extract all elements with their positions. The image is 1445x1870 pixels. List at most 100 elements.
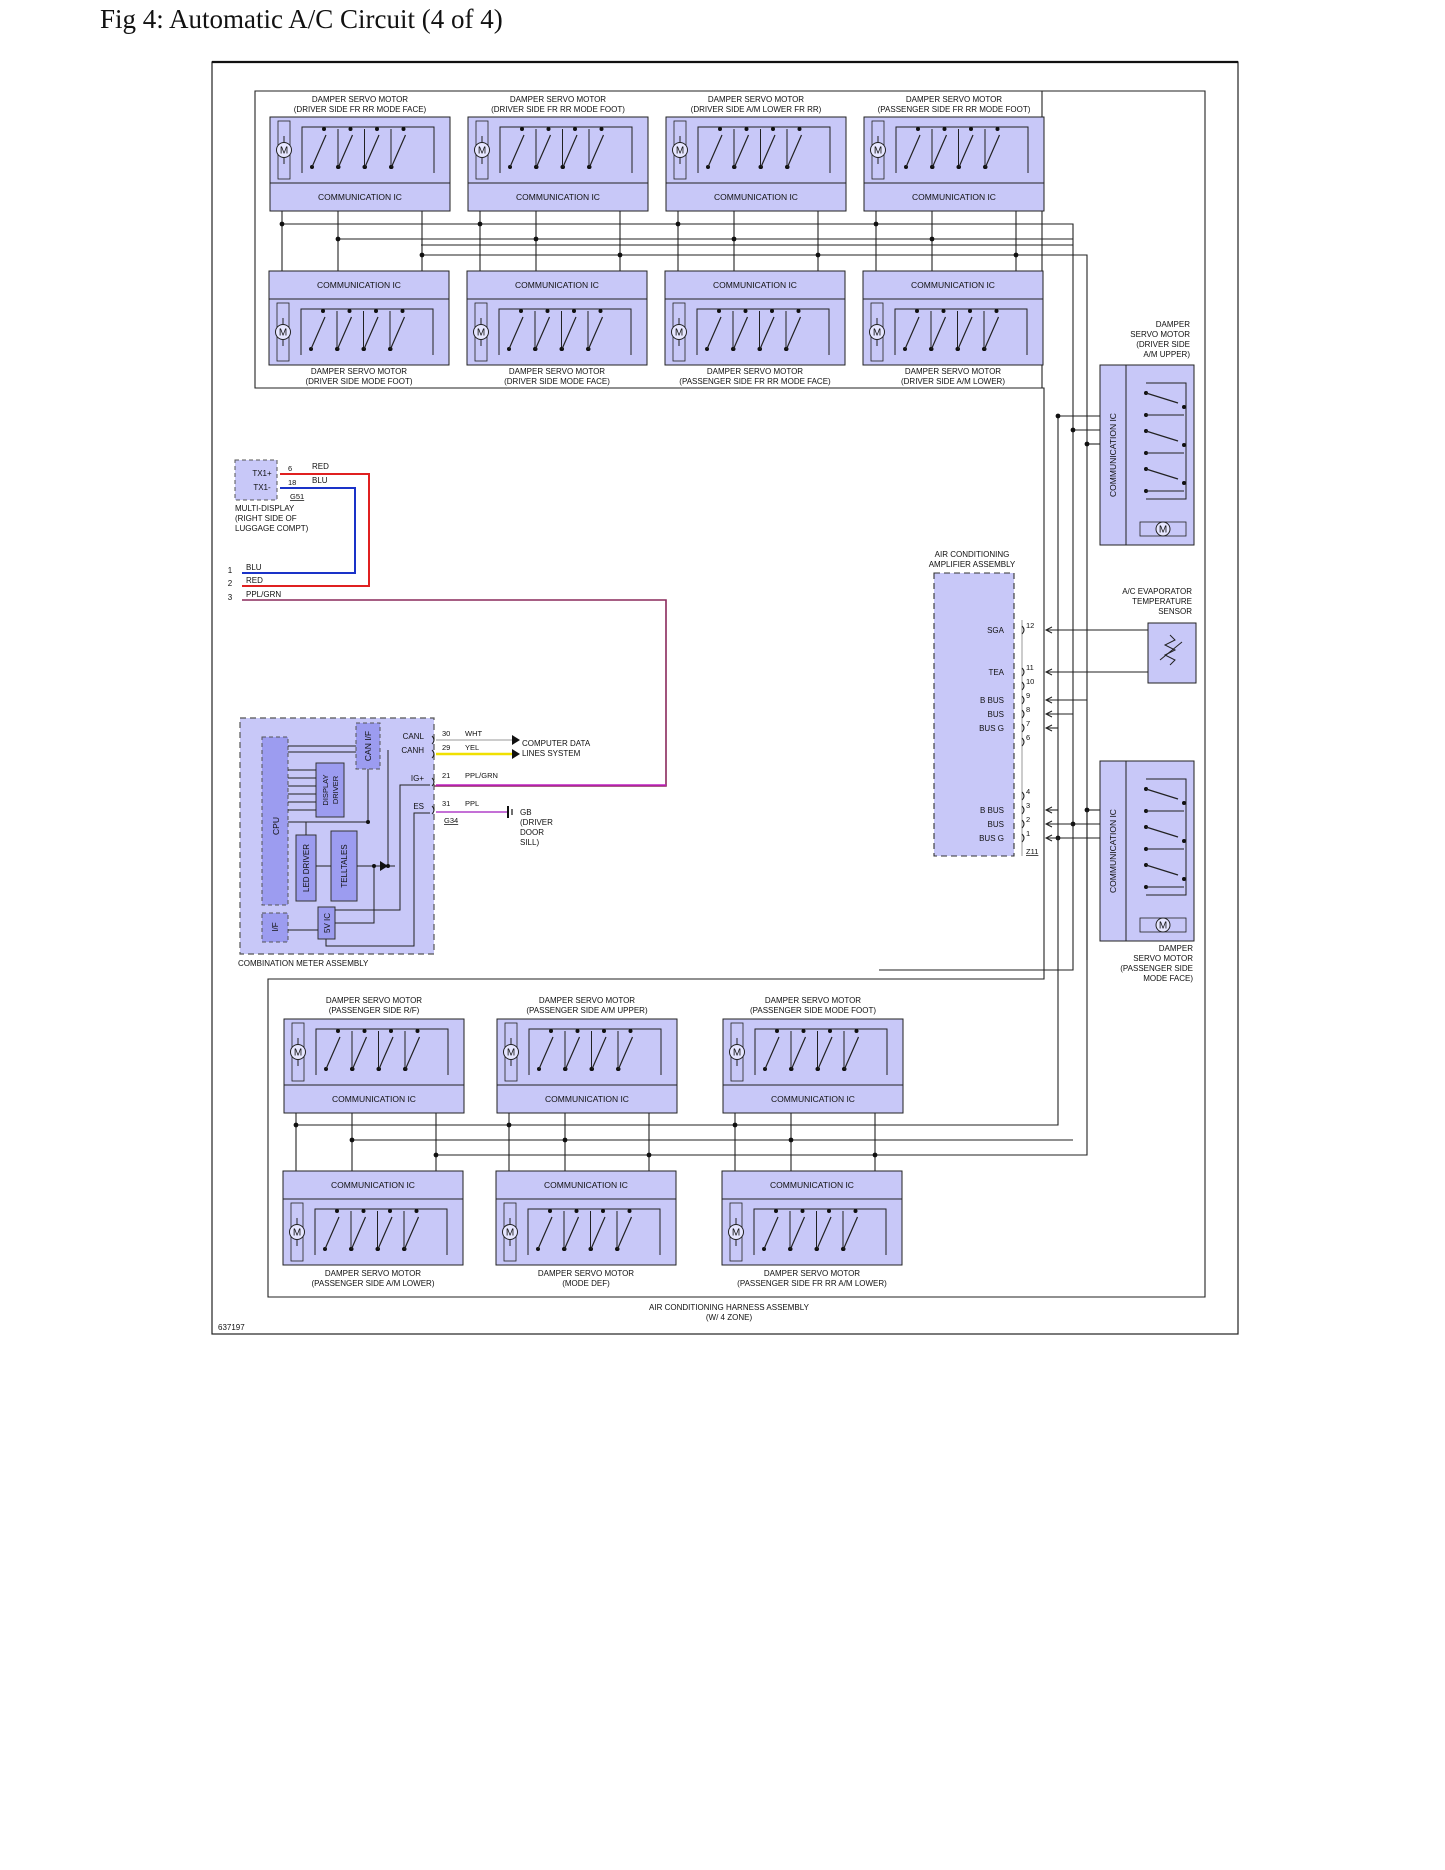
switch-blade [1145,826,1179,838]
switch-contact [598,309,603,313]
switch-blade [350,1216,367,1250]
switch-contact [361,1209,366,1213]
switch-contact [968,309,972,313]
bus-junction [788,1137,794,1143]
ground-label: GB [520,808,532,817]
display-driver-block [315,762,345,818]
pin-number: 3 [1026,801,1030,810]
bus-junction [731,236,737,242]
b-bus-line-bottom [296,838,1059,1126]
switch-contact [400,309,405,313]
bus-junction [675,221,681,227]
terminal-name: IG+ [411,774,424,783]
communication-ic [1099,760,1127,942]
resistor-icon [1163,634,1177,666]
switch-blade [587,316,604,350]
communication-ic [665,182,847,212]
switch-blade [535,134,552,168]
communication-ic [268,270,450,300]
pin-number: 30 [442,729,450,738]
junction-dot [366,820,370,824]
pin-number: 10 [1026,677,1034,686]
communication-ic [1099,364,1127,546]
ground-label: SILL) [520,838,539,847]
switch-blade [337,134,354,168]
motor-name: (DRIVER SIDE A/M LOWER FR RR) [691,105,822,114]
switch-blade [310,316,326,350]
wire-arrow [1044,820,1053,828]
switch-blade [591,1036,607,1070]
communication-ic-label: COMMUNICATION IC [771,1094,855,1104]
amplifier-label: AMPLIFIER ASSEMBLY [929,560,1016,569]
communication-ic-label: COMMUNICATION IC [545,1094,629,1104]
switch-blade [1145,788,1179,800]
bus-g-line-bottom [437,810,1088,1156]
motor-symbol: M [733,1048,741,1059]
connector-mark [431,777,435,787]
switch-blade [377,1216,393,1250]
switch-blade [404,1036,421,1070]
junction-dot [386,864,390,868]
terminal-name: BUS [988,820,1004,829]
motor-symbol: M [279,328,287,339]
switch-blade [509,134,525,168]
motor-name: DAMPER SERVO MOTOR [312,95,408,104]
bus-junction [732,1122,738,1128]
switch-contact [374,309,378,313]
motor-name: (DRIVER SIDE FR RR MODE FACE) [294,105,427,114]
amplifier-label: AIR CONDITIONING [935,550,1010,559]
connector-mark [1021,805,1025,815]
multi-display-body [234,459,278,501]
switch-contact [915,309,919,313]
motor-name: A/M UPPER) [1143,350,1190,359]
meter-label: COMBINATION METER ASSEMBLY [238,959,369,968]
wire-color: YEL [465,743,479,752]
communication-ic [283,1084,465,1114]
switch-blade [537,1216,553,1250]
can-if-label: CAN I/F [363,731,373,761]
switch-contact [1182,801,1186,805]
combination-meter: COMBINATION METER ASSEMBLY CPU CAN I/F DISP… [238,717,666,968]
wire-arrow [1044,834,1053,842]
wire-arrow [1044,806,1053,814]
pin-number: 12 [1026,621,1034,630]
multi-display-label: LUGGAGE COMPT) [235,524,309,533]
switch-blade [984,134,1001,168]
if-block [261,912,289,943]
bus-junction [279,221,285,227]
motor-symbol: M [478,146,486,157]
pin-number: 8 [1026,705,1030,714]
switch-bus [314,1208,448,1255]
switch-blade [1145,468,1179,480]
switch-contact [321,309,325,313]
switch-blade [706,316,722,350]
pin-number: 7 [1026,719,1030,728]
motor-name: DAMPER SERVO MOTOR [764,1269,860,1278]
switch-blade [733,134,750,168]
red-wire [242,473,370,587]
switch-contact [573,127,577,131]
switch-contact [994,309,999,313]
data-lines-label: LINES SYSTEM [522,749,581,758]
figure-number: 637197 [218,1323,245,1332]
communication-ic [863,182,1045,212]
bus-junction [506,1122,512,1128]
motor-name: (DRIVER SIDE MODE FOOT) [305,377,412,386]
communication-ic-label: COMMUNICATION IC [770,1180,854,1190]
bus-g-line [421,254,1088,960]
data-lines-label: COMPUTER DATA [522,739,591,748]
switch-blade [534,316,551,350]
cpu-label: CPU [271,817,281,835]
communication-ic [496,1084,678,1114]
communication-ic-label: COMMUNICATION IC [714,192,798,202]
junction-dot [1055,413,1061,419]
display-driver-label: DISPLAY [321,774,330,805]
switch-contact [801,1029,806,1033]
switch-blade [562,134,578,168]
bus-junction [815,252,821,258]
motor-symbol: M [1159,921,1167,932]
connector-mark [431,735,435,745]
